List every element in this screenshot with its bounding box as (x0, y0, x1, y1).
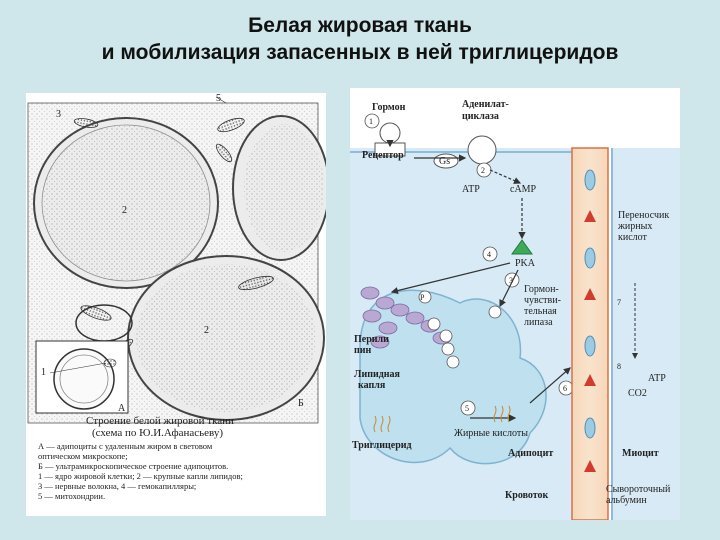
label-albumin-2: альбумин (606, 495, 647, 506)
label-myocyte: Миоцит (622, 448, 659, 459)
pka-triangle (511, 239, 533, 255)
label-atp: ATP (462, 184, 480, 195)
adenylate-cyclase-circle (467, 135, 497, 165)
legend-line: 1 — ядро жировой клетки; 2 — крупные кап… (38, 471, 243, 481)
title-line-2: и мобилизация запасенных в ней триглицер… (101, 41, 619, 64)
label-transporter-1: Переносчик (618, 210, 670, 221)
step-2: 2 (481, 166, 485, 175)
step-1: 1 (369, 117, 373, 126)
lipolysis-diagram: Гормон Аденилат- циклаза Рецептор Gs ATP… (350, 88, 680, 520)
label-hsl-2: чувстви- (524, 295, 561, 306)
label-pka: PKA (515, 258, 536, 269)
label-atp-myocyte: ATP (648, 373, 666, 384)
label-p: P (420, 293, 425, 302)
callout-1: 1 (41, 367, 46, 378)
callout-b: Б (298, 398, 304, 409)
label-hsl-3: тельная (524, 306, 557, 317)
legend-line: 3 — нервные волокна, 4 — гемокапилляры; (38, 481, 197, 491)
step-8: 8 (617, 362, 621, 371)
step-4: 4 (487, 250, 491, 259)
legend-line: 5 — митохондрии. (38, 491, 106, 501)
step-7: 7 (617, 298, 621, 307)
label-albumin-1: Сывороточный (606, 484, 671, 495)
label-droplet-1: Липидная (354, 369, 400, 380)
callout-2-top: 2 (122, 205, 127, 216)
albumin-ovals (584, 169, 596, 439)
label-gs: Gs (439, 156, 451, 167)
callout-5: 5 (216, 93, 221, 104)
label-hsl-1: Гормон- (524, 284, 559, 295)
fatty-acid-chains (373, 405, 511, 433)
label-perilipin-2: пин (354, 345, 372, 356)
phosphate-circles (418, 290, 502, 369)
hormone-circle (379, 122, 401, 144)
title-line-1: Белая жировая ткань (248, 14, 472, 37)
adipose-tissue-diagram: 5 3 2 2 1 А Б Строение белой жировой тка… (26, 93, 326, 516)
figure-caption-line-2: (схема по Ю.И.Афанасьеву) (92, 427, 223, 439)
label-co2: CO2 (628, 388, 647, 399)
step-5: 5 (465, 404, 469, 413)
label-hsl-4: липаза (524, 317, 553, 328)
lipolysis-drawing (350, 113, 680, 520)
label-hormone: Гормон (372, 102, 406, 113)
label-droplet-2: капля (358, 380, 386, 391)
adipose-tissue-drawing (27, 96, 326, 424)
figure-legend: А — адипоциты с удаленным жиром в светов… (38, 441, 326, 501)
label-triglyceride: Триглицерид (352, 440, 412, 451)
step-3: 3 (509, 276, 513, 285)
label-cyclase: циклаза (462, 111, 499, 122)
label-fatty-acids: Жирные кислоты (454, 428, 528, 439)
label-bloodstream: Кровоток (505, 490, 549, 501)
legend-line: Б — ультрамикроскопическое строение адип… (38, 461, 229, 471)
legend-line: оптическом микроскопе; (38, 451, 128, 461)
flow-arrows (584, 210, 596, 472)
label-adipocyte: Адипоцит (508, 448, 554, 459)
label-adenylate: Аденилат- (462, 99, 509, 110)
myocyte-cell (612, 148, 680, 520)
label-perilipin-1: Перили (354, 334, 389, 345)
label-transporter-2: жирных (618, 221, 653, 232)
label-transporter-3: кислот (618, 232, 647, 243)
step-6: 6 (563, 384, 567, 393)
receptor-shape (374, 142, 406, 157)
callout-2-bottom: 2 (204, 325, 209, 336)
callout-a: А (118, 403, 126, 414)
callout-3: 3 (56, 109, 61, 120)
slide-title: Белая жировая ткань и мобилизация запасе… (0, 12, 720, 66)
label-camp: cAMP (510, 184, 537, 195)
figure-caption-line-1: Строение белой жировой ткани (86, 415, 234, 427)
label-receptor: Рецептор (362, 150, 404, 161)
legend-line: А — адипоциты с удаленным жиром в светов… (38, 441, 213, 451)
